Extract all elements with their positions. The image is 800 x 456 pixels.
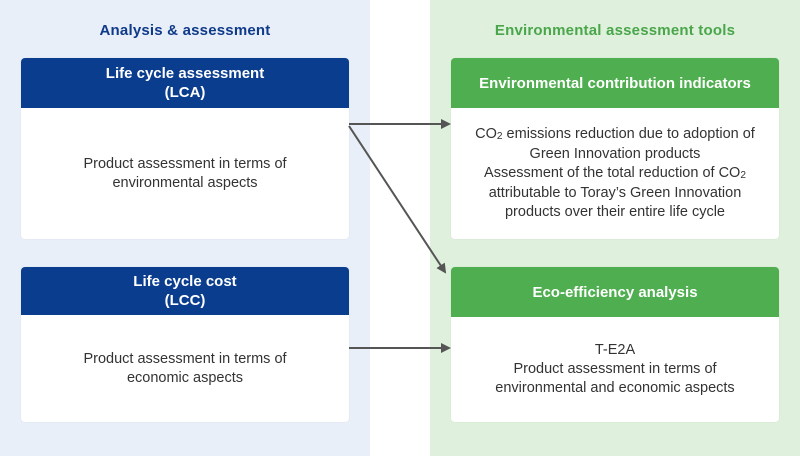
lcc-title: Life cycle cost [133, 273, 237, 290]
indicators-body-line: Assessment of the total reduction of CO2 [484, 164, 746, 184]
indicators-body-line: products over their entire life cycle [504, 204, 725, 220]
eco-efficiency-body-line: T-E2A [594, 342, 636, 358]
co2-subscript: 2 [740, 169, 746, 181]
lca-card-body: Product assessment in terms of environme… [21, 108, 349, 239]
lcc-card-body: Product assessment in terms of economic … [21, 315, 349, 422]
indicators-card-body: CO2 emissions reduction due to adoption … [451, 108, 779, 239]
eco-efficiency-body-line: Product assessment in terms of [513, 361, 717, 377]
indicators-body-line: attributable to Toray’s Green Innovation [488, 185, 742, 201]
lca-card-header: Life cycle assessment (LCA) [21, 58, 349, 108]
eco-efficiency-card-body: T-E2A Product assessment in terms of env… [451, 317, 779, 422]
analysis-panel-title: Analysis & assessment [99, 22, 271, 39]
indicators-card-header: Environmental contribution indicators [451, 58, 779, 108]
lca-card: Life cycle assessment (LCA) Product asse… [21, 58, 349, 239]
tools-panel-title: Environmental assessment tools [494, 22, 736, 39]
co2-text: CO [475, 126, 497, 142]
lcc-body-line: economic aspects [126, 369, 244, 386]
indicators-title: Environmental contribution indicators [479, 74, 751, 92]
lca-abbreviation: (LCA) [164, 84, 206, 101]
indicators-body-line: Green Innovation products [529, 146, 701, 162]
indicators-card: Environmental contribution indicators CO… [451, 58, 779, 239]
co2-subscript: 2 [496, 130, 503, 142]
eco-efficiency-body-line: environmental and economic aspects [495, 380, 735, 396]
eco-efficiency-card-header: Eco-efficiency analysis [451, 267, 779, 317]
lca-body-line: environmental aspects [112, 174, 258, 191]
indicators-text: Assessment of the total reduction of CO [484, 165, 741, 181]
lcc-card: Life cycle cost (LCC) Product assessment… [21, 267, 349, 422]
eco-efficiency-card: Eco-efficiency analysis T-E2A Product as… [451, 267, 779, 422]
lcc-card-header: Life cycle cost (LCC) [21, 267, 349, 315]
lcc-abbreviation: (LCC) [164, 292, 206, 309]
eco-efficiency-title: Eco-efficiency analysis [532, 283, 698, 301]
lcc-body-line: Product assessment in terms of [83, 350, 287, 367]
lca-body-line: Product assessment in terms of [83, 155, 287, 172]
indicators-text: emissions reduction due to adoption of [502, 126, 755, 142]
indicators-body-line: CO2 emissions reduction due to adoption … [475, 125, 755, 145]
lca-title: Life cycle assessment [105, 65, 265, 82]
